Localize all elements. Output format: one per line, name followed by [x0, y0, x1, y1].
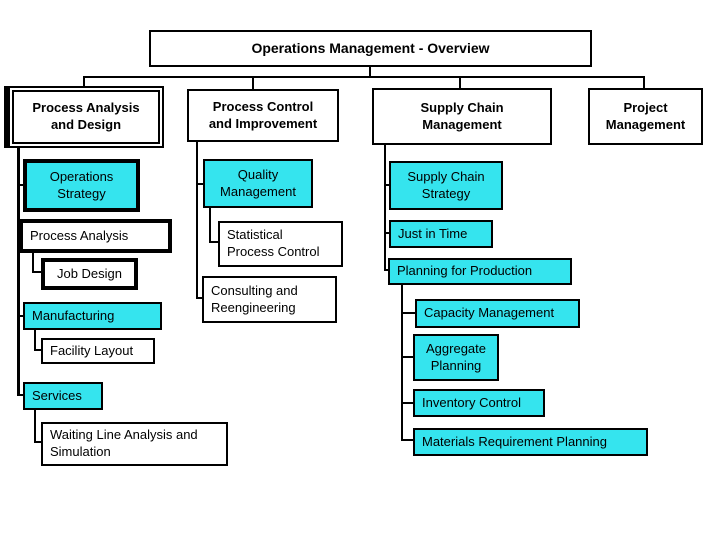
connector-col1-vertical [17, 148, 20, 396]
connector-drop-col2 [252, 76, 254, 90]
node-planning-for-production: Planning for Production [388, 258, 572, 285]
title-label: Operations Management - Overview [251, 40, 490, 57]
connector-scs-stub [385, 184, 390, 186]
node-process-analysis: Process Analysis [19, 219, 172, 253]
node-label: Just in Time [398, 225, 468, 241]
connector-capacity-stub [402, 312, 415, 314]
node-facility-layout: Facility Layout [41, 338, 155, 364]
node-statistical-process-control: Statistical Process Control [218, 221, 343, 267]
node-label: Statistical Process Control [227, 227, 320, 259]
node-label: Facility Layout [50, 342, 134, 358]
connector-materials-stub [402, 439, 413, 441]
node-inventory-control: Inventory Control [413, 389, 545, 417]
connector-quality-stub [197, 183, 203, 185]
header-process-analysis-design: Process Analysis and Design [4, 86, 164, 148]
node-just-in-time: Just in Time [389, 220, 493, 248]
connector-waiting-line-elbow-h [34, 441, 42, 443]
node-job-design: Job Design [41, 258, 138, 290]
node-aggregate-planning: Aggregate Planning [413, 334, 499, 381]
node-label: Waiting Line Analysis and Simulation [50, 427, 198, 459]
connector-consulting-stub [197, 297, 203, 299]
node-label: Consulting and Reengineering [211, 282, 298, 315]
connector-col3-sub-vertical [401, 285, 403, 441]
header-project-management: Project Management [588, 88, 703, 145]
connector-inventory-stub [402, 402, 413, 404]
node-services: Services [23, 382, 103, 410]
connector-drop-col1 [83, 76, 85, 87]
connector-drop-col3 [459, 76, 461, 89]
connector-job-design-elbow-v [32, 252, 34, 273]
node-label: Planning for Production [397, 263, 533, 279]
connector-col3-vertical [384, 145, 386, 271]
title-box: Operations Management - Overview [149, 30, 592, 67]
connector-waiting-line-elbow-v [34, 410, 36, 443]
node-manufacturing: Manufacturing [23, 302, 162, 330]
node-label: Supply Chain Management [420, 99, 504, 132]
header-process-analysis-design-label: Process Analysis and Design [12, 90, 160, 144]
connector-title-drop [369, 67, 371, 77]
connector-top-horizontal [84, 76, 645, 78]
connector-facility-layout-elbow-h [34, 349, 42, 351]
node-label: Supply Chain Strategy [407, 168, 485, 201]
connector-jit-stub [385, 232, 390, 234]
node-consulting-reengineering: Consulting and Reengineering [202, 276, 337, 323]
connector-statistical-elbow-v [209, 208, 211, 243]
node-label: Inventory Control [422, 394, 521, 410]
node-label: Services [32, 387, 82, 403]
connector-col1-ops-strategy-stub [19, 184, 24, 186]
node-label: Operations Strategy [49, 168, 114, 201]
connector-facility-layout-elbow-v [34, 330, 36, 351]
node-label: Capacity Management [424, 305, 555, 321]
node-supply-chain-strategy: Supply Chain Strategy [389, 161, 503, 210]
node-operations-strategy: Operations Strategy [23, 159, 140, 212]
connector-job-design-elbow-h [32, 271, 42, 273]
node-label: Process Analysis and Design [32, 100, 140, 132]
connector-col1-services-stub [19, 394, 24, 396]
node-label: Quality Management [220, 166, 296, 199]
header-supply-chain-management: Supply Chain Management [372, 88, 552, 145]
node-label: Job Design [56, 265, 123, 281]
connector-col1-manufacturing-stub [19, 315, 24, 317]
node-capacity-management: Capacity Management [415, 299, 580, 328]
node-materials-requirement-planning: Materials Requirement Planning [413, 428, 648, 456]
connector-aggregate-stub [402, 356, 413, 358]
node-label: Project Management [605, 99, 686, 132]
connector-col2-vertical [196, 142, 198, 299]
node-waiting-line-analysis: Waiting Line Analysis and Simulation [41, 422, 228, 466]
node-label: Aggregate Planning [426, 340, 486, 373]
connector-drop-col4 [643, 76, 645, 89]
connector-statistical-elbow-h [209, 241, 219, 243]
header-process-control-improvement: Process Control and Improvement [187, 89, 339, 142]
node-label: Manufacturing [32, 307, 115, 323]
node-label: Process Control and Improvement [208, 98, 318, 131]
node-label: Process Analysis [30, 227, 129, 243]
connector-pfp-stub [385, 269, 390, 271]
node-quality-management: Quality Management [203, 159, 313, 208]
node-label: Materials Requirement Planning [422, 433, 607, 449]
